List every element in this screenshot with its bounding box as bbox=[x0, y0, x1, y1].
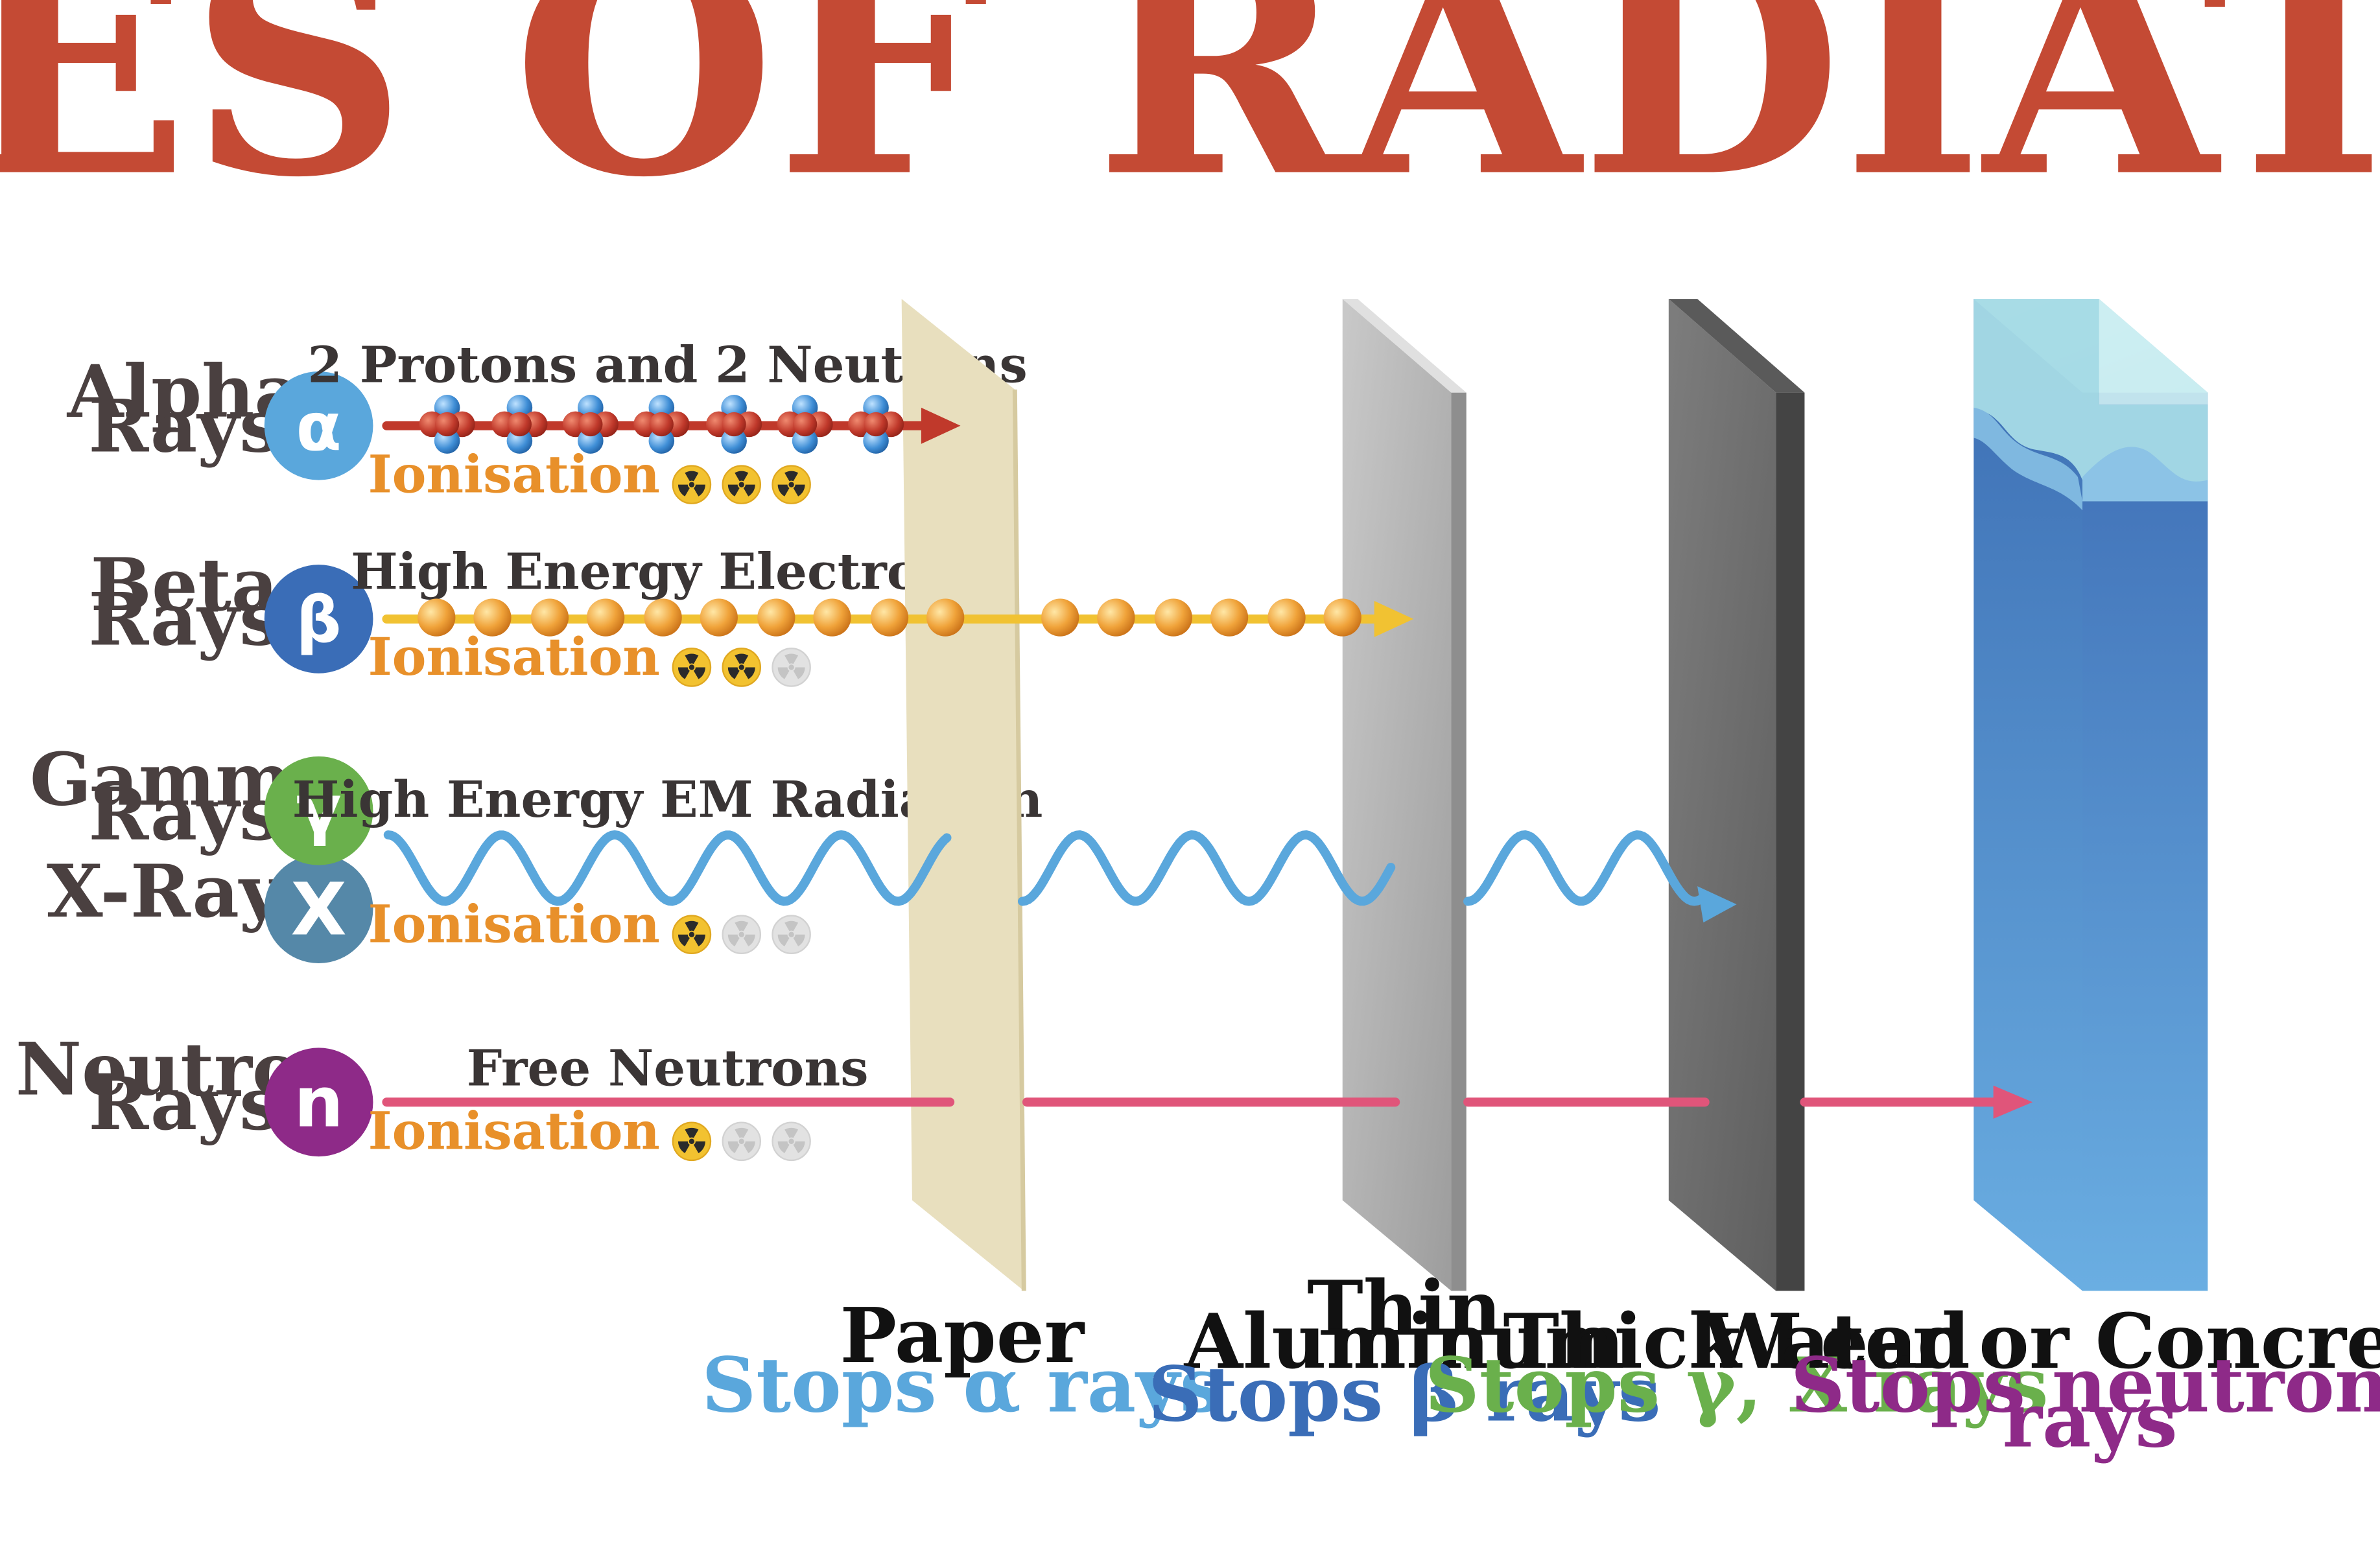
beta-electron bbox=[1323, 598, 1361, 637]
beta-electron bbox=[926, 598, 965, 637]
radiation-icon-active bbox=[772, 465, 811, 504]
gamma-ionisation-label: Ionisation bbox=[368, 894, 660, 954]
radiation-icon-active bbox=[672, 1121, 712, 1162]
alpha-symbol: α bbox=[296, 389, 341, 466]
alpha-particle bbox=[633, 395, 690, 454]
alpha-particle bbox=[491, 395, 548, 454]
beta-name-line1: Beta bbox=[90, 543, 278, 627]
radiation-icon-inactive bbox=[722, 1121, 762, 1162]
radiation-icon-active bbox=[672, 648, 712, 687]
beta-arrow bbox=[382, 598, 1414, 637]
gamma-ionisation-icons bbox=[672, 915, 811, 954]
page-title: TYPES OF RADIATION bbox=[0, 0, 2380, 244]
neutron-symbol: n bbox=[294, 1063, 343, 1143]
paper-barrier bbox=[901, 299, 1026, 1291]
gamma-name-line2: Rays bbox=[88, 772, 280, 857]
radiation-icon-inactive bbox=[772, 648, 811, 687]
beta-electron bbox=[757, 598, 795, 637]
gamma-symbol-icon: γ bbox=[264, 756, 373, 865]
water-stops-line1: Stops neutron bbox=[1791, 1342, 2380, 1430]
radiation-icon-active bbox=[722, 648, 762, 687]
neutron-ionisation-icons bbox=[672, 1121, 811, 1162]
neutron-symbol-icon: n bbox=[264, 1048, 373, 1157]
neutron-ionisation-label: Ionisation bbox=[368, 1101, 660, 1161]
beta-electron bbox=[1041, 598, 1079, 637]
beta-name-line2: Rays bbox=[88, 578, 280, 662]
radiation-icon-active bbox=[672, 465, 712, 504]
beta-electron bbox=[587, 598, 625, 637]
alpha-particle bbox=[706, 395, 762, 454]
neutron-name-line2: Rays bbox=[88, 1062, 280, 1147]
aluminum-label-line1: Thin bbox=[1307, 1265, 1502, 1353]
radiation-icon-inactive bbox=[722, 915, 762, 954]
beta-symbol: β bbox=[296, 583, 342, 657]
radiation-icon-inactive bbox=[772, 1121, 811, 1162]
radiation-icon-active bbox=[722, 465, 762, 504]
neutron-arrow bbox=[382, 1085, 2033, 1119]
beta-electron bbox=[700, 598, 738, 637]
xray-symbol-icon: X bbox=[264, 854, 373, 963]
beta-electron bbox=[813, 598, 851, 637]
alpha-particle bbox=[777, 395, 833, 454]
beta-electron bbox=[1267, 598, 1306, 637]
ray-label-beta: Beta Rays bbox=[88, 543, 280, 662]
beta-caption: High Energy Electrons bbox=[351, 543, 984, 601]
alpha-arrow bbox=[382, 395, 961, 454]
alpha-ionisation-label: Ionisation bbox=[368, 444, 660, 504]
lead-barrier bbox=[1668, 299, 1805, 1291]
beta-electron bbox=[1097, 598, 1135, 637]
xray-symbol: X bbox=[291, 868, 347, 952]
beta-electron bbox=[418, 598, 456, 637]
alpha-ionisation-icons bbox=[672, 465, 811, 504]
alpha-symbol-icon: α bbox=[264, 371, 373, 480]
neutron-caption: Free Neutrons bbox=[467, 1040, 869, 1098]
water-stops-line2: rays bbox=[2003, 1376, 2178, 1464]
gamma-wave bbox=[383, 830, 1737, 923]
beta-electron bbox=[870, 598, 909, 637]
alpha-particle bbox=[847, 395, 904, 454]
paper-label: Paper bbox=[840, 1292, 1085, 1380]
beta-electron bbox=[530, 598, 569, 637]
aluminum-label-line2: Aluminum bbox=[1184, 1298, 1625, 1386]
ray-label-alpha: Alpha Rays bbox=[67, 349, 301, 469]
beta-electron bbox=[1210, 598, 1249, 637]
radiation-icon-inactive bbox=[772, 915, 811, 954]
beta-electron bbox=[1154, 598, 1192, 637]
gamma-symbol: γ bbox=[296, 771, 342, 848]
alpha-particle bbox=[419, 395, 475, 454]
lead-label: Thick Lead bbox=[1503, 1298, 1970, 1386]
water-label: Water or Concrete bbox=[1701, 1298, 2380, 1386]
aluminum-stops: Stops β rays bbox=[1148, 1351, 1661, 1439]
beta-ionisation-label: Ionisation bbox=[368, 627, 660, 687]
alpha-name-line1: Alpha bbox=[67, 349, 301, 434]
paper-stops: Stops α rays bbox=[701, 1342, 1222, 1430]
aluminum-barrier bbox=[1342, 299, 1467, 1291]
water-barrier bbox=[1974, 299, 2208, 1291]
beta-symbol-icon: β bbox=[264, 565, 373, 673]
radiation-icon-active bbox=[672, 915, 712, 954]
beta-electron bbox=[473, 598, 512, 637]
alpha-name-line2: Rays bbox=[88, 384, 280, 469]
beta-electron bbox=[644, 598, 682, 637]
lead-stops: Stops γ, X rays bbox=[1425, 1342, 2049, 1430]
beta-ionisation-icons bbox=[672, 648, 811, 687]
alpha-particle bbox=[562, 395, 619, 454]
